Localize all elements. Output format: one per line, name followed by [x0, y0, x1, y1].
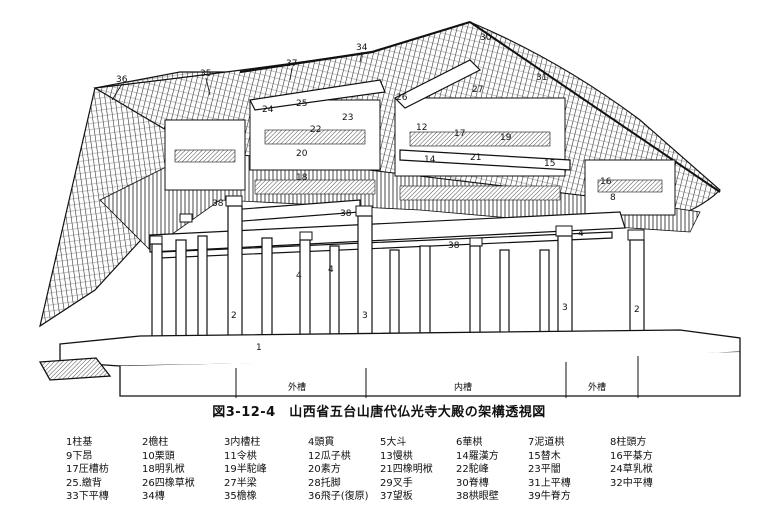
part-marker-34: 34 [356, 43, 368, 53]
bracket-caps [149, 195, 645, 247]
legend-item: 39牛脊方 [528, 491, 571, 502]
legend-row: 1柱基 2檐柱 3内槽柱 4頭貫 5大斗 6華栱 7泥道栱 8柱頭方 [66, 436, 756, 450]
part-marker-18: 18 [296, 173, 308, 183]
part-marker-24: 24 [262, 105, 274, 115]
legend-item: 31上平槫 [528, 477, 571, 489]
legend-item: 32中平槫 [610, 477, 653, 489]
part-marker-38c: 38 [448, 241, 460, 251]
part-marker-38a: 38 [212, 199, 224, 209]
figure-caption: 図3-12-4 山西省五台山唐代仏光寺大殿の架構透視図 [212, 405, 546, 420]
legend-item: 25.繳背 [66, 477, 102, 489]
part-marker-3b: 3 [562, 303, 568, 313]
part-marker-4c: 4 [578, 229, 584, 239]
part-marker-25: 25 [296, 99, 307, 109]
legend-item: 9下昂 [66, 450, 93, 462]
part-marker-2b: 2 [634, 305, 640, 315]
legend-item: 1柱基 [66, 437, 93, 448]
legend-item: 6華栱 [456, 437, 483, 448]
platform [38, 329, 741, 397]
legend-item: 27半梁 [224, 477, 257, 489]
part-marker-22: 22 [310, 125, 321, 135]
part-marker-36: 36 [116, 75, 128, 85]
span-divisions [235, 356, 639, 398]
legend-item: 22駝峰 [456, 464, 489, 475]
part-marker-4a: 4 [296, 271, 302, 281]
legend-item: 4頭貫 [308, 437, 335, 448]
legend-item: 20素方 [308, 464, 341, 475]
part-marker-19: 19 [500, 133, 512, 143]
legend-item: 17圧槽枋 [66, 464, 109, 475]
part-marker-31: 31 [536, 73, 547, 83]
part-marker-20: 20 [296, 149, 308, 159]
part-marker-23: 23 [342, 113, 353, 123]
part-marker-17: 17 [454, 129, 465, 139]
legend-item: 21四橡明栿 [380, 464, 433, 475]
part-marker-14: 14 [424, 155, 436, 165]
part-marker-37: 37 [286, 59, 297, 69]
legend-item: 11令栱 [224, 450, 257, 462]
leader-lines [111, 51, 363, 101]
legend-row: 17圧槽枋 18明乳栿 19半駝峰 20素方 21四橡明栿 22駝峰 23平闇 24草乳栿 [66, 463, 756, 477]
part-marker-16: 16 [600, 177, 612, 187]
legend-row: 9下昂 10栗頭 11令栱 12瓜子栱 13慢栱 14羅漢方 15替木 16平棊方 [66, 450, 756, 464]
legend-item: 13慢栱 [380, 450, 413, 462]
part-marker-2a: 2 [231, 311, 237, 321]
legend-item: 23平闇 [528, 464, 561, 475]
legend-item: 15替木 [528, 450, 561, 462]
legend-item: 14羅漢方 [456, 450, 499, 462]
legend-item: 29叉手 [380, 477, 413, 489]
part-marker-4b: 4 [328, 265, 334, 275]
span-label-center: 内槽 [454, 381, 472, 393]
legend-item: 16平棊方 [610, 450, 653, 462]
span-label-right: 外槽 [588, 381, 606, 393]
part-number-markers: 36 35 37 34 30 31 27 26 25 24 23 22 21 2… [116, 33, 640, 353]
legend-item: 37望板 [380, 491, 413, 502]
legend-item: 28托脚 [308, 477, 341, 489]
legend-item: 26四橡草栿 [142, 477, 195, 489]
part-marker-12: 12 [416, 123, 427, 133]
legend-item: 36飛子(復原) [308, 491, 369, 502]
legend-item: 30脊槫 [456, 477, 489, 489]
roof-ridge [239, 20, 471, 74]
part-marker-8: 8 [610, 193, 616, 203]
legend-item: 19半駝峰 [224, 464, 267, 475]
part-marker-1: 1 [256, 343, 262, 353]
legend-item: 24草乳栿 [610, 464, 653, 475]
legend-item: 34槫 [142, 491, 165, 502]
legend-item: 3内槽柱 [224, 437, 261, 448]
legend-row: 33下平槫 34槫 35檐橡 36飛子(復原) 37望板 38栱眼壁 39牛脊方 [66, 490, 756, 504]
bracket-hatching [174, 129, 663, 201]
part-marker-30: 30 [480, 33, 492, 43]
legend-item: 8柱頭方 [610, 437, 647, 448]
legend-item: 33下平槫 [66, 491, 109, 502]
legend-item: 35檐橡 [224, 491, 257, 502]
legend-item: 2檐柱 [142, 437, 169, 448]
legend-item: 10栗頭 [142, 450, 175, 462]
legend-item: 5大斗 [380, 437, 407, 448]
part-marker-27: 27 [472, 85, 483, 95]
legend-row: 25.繳背 26四橡草栿 27半梁 28托脚 29叉手 30脊槫 31上平槫 32中平槫 [66, 477, 756, 491]
legend-item: 12瓜子栱 [308, 450, 351, 462]
legend-item: 18明乳栿 [142, 464, 185, 475]
roof-hip-right [469, 21, 721, 193]
part-marker-15: 15 [544, 159, 555, 169]
part-marker-21: 21 [470, 153, 481, 163]
part-marker-35: 35 [200, 69, 211, 79]
legend-item: 38栱眼壁 [456, 491, 499, 502]
span-label-left: 外槽 [288, 381, 306, 393]
structure-perspective-drawing: 外槽 内槽 外槽 36 35 37 34 30 31 27 26 25 24 2… [38, 20, 741, 398]
columns [151, 205, 645, 357]
part-marker-26: 26 [396, 93, 408, 103]
part-marker-3a: 3 [362, 311, 368, 321]
legend-item: 7泥道栱 [528, 437, 565, 448]
part-marker-38b: 38 [340, 209, 352, 219]
